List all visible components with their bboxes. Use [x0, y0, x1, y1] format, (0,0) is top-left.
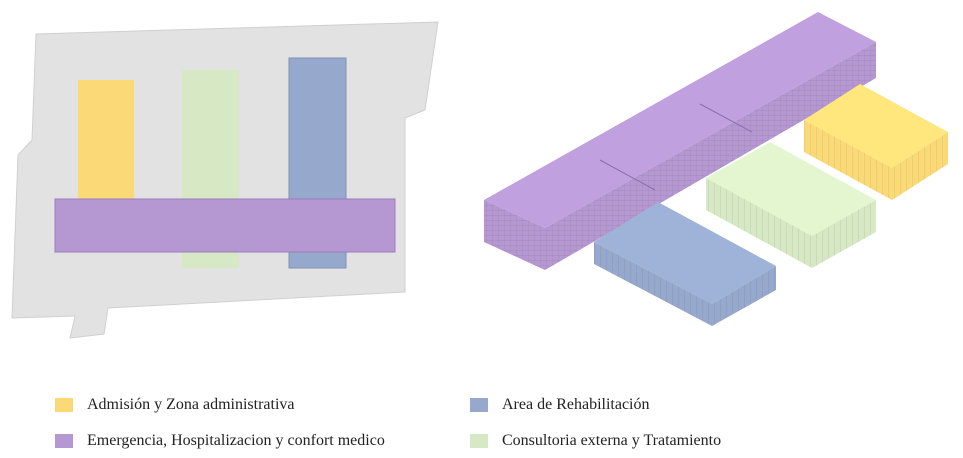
hospital-zoning-diagram: [11, 12, 948, 339]
isometric-massing: [484, 12, 948, 326]
legend-label-emergency: Emergencia, Hospitalizacion y confort me…: [87, 432, 385, 449]
site-plan: [11, 21, 439, 339]
iso-block-rehab: [594, 202, 776, 326]
iso-block-emergency: [484, 12, 876, 270]
legend-label-admin: Admisión y Zona administrativa: [87, 396, 295, 413]
legend-swatch-rehab: [470, 398, 488, 412]
legend-item-rehab: Area de Rehabilitación: [470, 396, 650, 414]
legend-label-consult: Consultoria externa y Tratamiento: [502, 432, 722, 449]
legend-item-emergency: Emergencia, Hospitalizacion y confort me…: [55, 432, 385, 450]
legend-swatch-admin: [55, 398, 73, 412]
legend-label-rehab: Area de Rehabilitación: [502, 396, 650, 413]
legend-item-consult: Consultoria externa y Tratamiento: [470, 432, 721, 450]
iso-block-admin: [804, 84, 948, 200]
plan-block-admin: [78, 80, 134, 200]
legend-item-admin: Admisión y Zona administrativa: [55, 396, 295, 414]
iso-block-consult: [706, 142, 876, 268]
plan-block-emergency: [54, 198, 396, 253]
legend-swatch-emergency: [55, 434, 73, 448]
legend-swatch-consult: [470, 434, 488, 448]
